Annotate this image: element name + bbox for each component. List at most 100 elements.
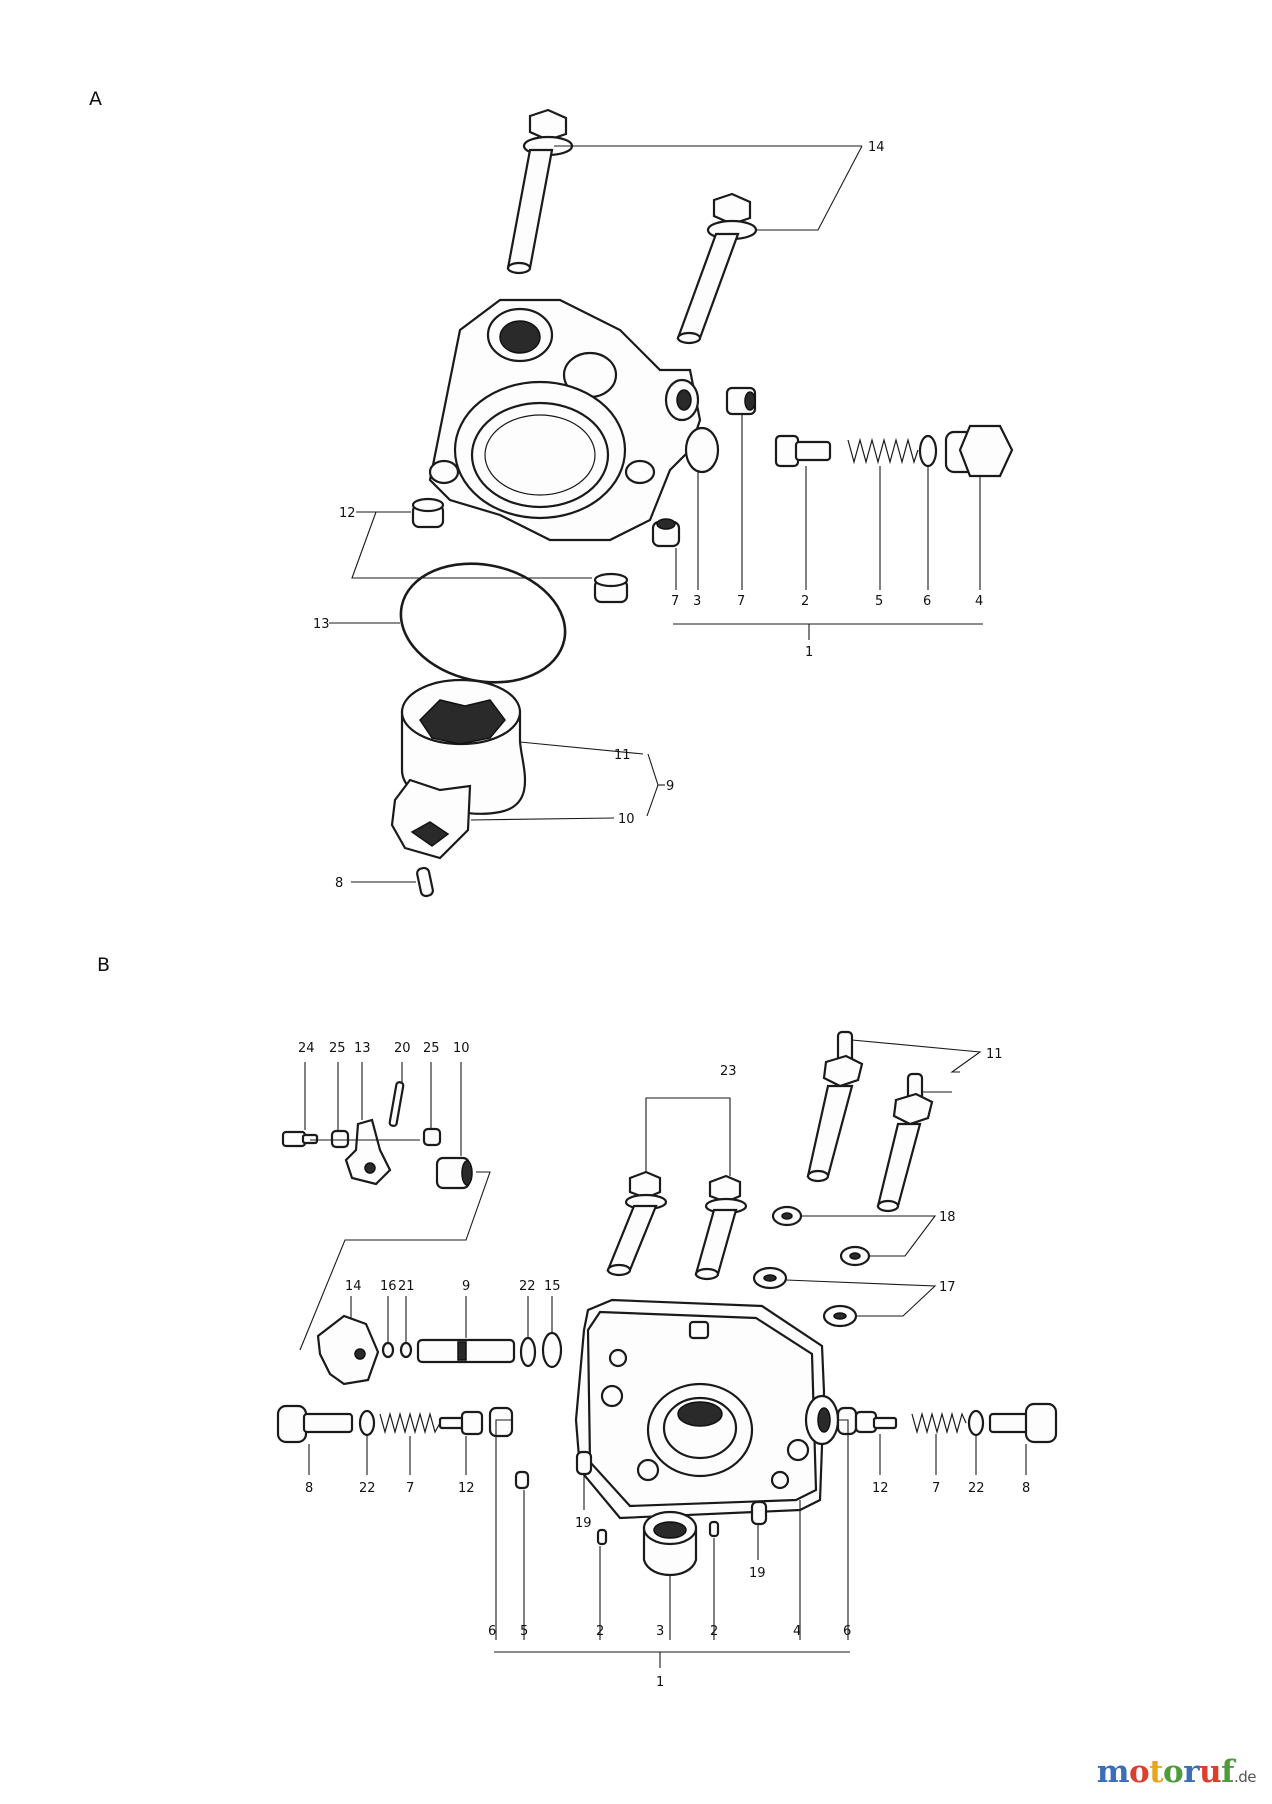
stud-b-11-left xyxy=(806,1030,864,1183)
callout-b-3: 3 xyxy=(656,1624,664,1639)
dowel-b-19-right xyxy=(750,1500,768,1526)
pin-b-5 xyxy=(514,1470,530,1490)
callout-b-17: 17 xyxy=(939,1280,956,1295)
plug-a-4 xyxy=(944,424,1014,478)
callout-b-25-right: 25 xyxy=(423,1041,440,1056)
ring-b-22-top xyxy=(519,1336,537,1368)
callout-b-8-left: 8 xyxy=(305,1481,313,1496)
motoruf-logo: motoruf.de xyxy=(1096,1754,1257,1790)
plug-b-8-left xyxy=(276,1404,354,1444)
spring-b-7-right xyxy=(911,1411,967,1435)
bolt-a-14-left xyxy=(506,108,574,275)
bearing-b-3 xyxy=(642,1510,698,1577)
callout-a-1: 1 xyxy=(805,645,813,660)
nut-b-25-right xyxy=(422,1127,442,1147)
callout-b-2-right: 2 xyxy=(710,1624,718,1639)
inner-rotor-a-10 xyxy=(390,778,472,860)
callout-b-1: 1 xyxy=(656,1675,664,1690)
callout-b-6-right: 6 xyxy=(843,1624,851,1639)
washer-b-18-right xyxy=(839,1245,871,1267)
callout-b-12-right: 12 xyxy=(872,1481,889,1496)
pump-plate-b xyxy=(574,1298,840,1520)
callout-b-18: 18 xyxy=(939,1210,956,1225)
callout-a-8: 8 xyxy=(335,876,343,891)
coupling-b-14 xyxy=(316,1314,380,1386)
logo-tld: .de xyxy=(1233,1768,1257,1786)
spring-b-7-left xyxy=(379,1411,441,1435)
dowel-b-19-left xyxy=(575,1450,593,1476)
callout-a-7-left: 7 xyxy=(671,594,679,609)
callout-b-22-top: 22 xyxy=(519,1279,536,1294)
callout-a-9: 9 xyxy=(666,779,674,794)
bolt-a-14-right xyxy=(676,192,758,345)
callout-b-10: 10 xyxy=(453,1041,470,1056)
callout-b-20: 20 xyxy=(394,1041,411,1056)
washer-b-17-right xyxy=(822,1304,858,1328)
callout-b-4: 4 xyxy=(793,1624,801,1639)
outer-rotor-a-11 xyxy=(400,678,526,815)
callout-b-2-left: 2 xyxy=(596,1624,604,1639)
section-a-label: A xyxy=(89,88,102,110)
section-b-assembly xyxy=(276,1030,1058,1577)
plug-a-7-bottom xyxy=(651,518,681,548)
callout-b-8-right: 8 xyxy=(1022,1481,1030,1496)
bushing-b-10 xyxy=(435,1156,473,1190)
callout-b-5: 5 xyxy=(520,1624,528,1639)
callout-b-13: 13 xyxy=(354,1041,371,1056)
dowel-a-12-right xyxy=(593,572,629,604)
callout-a-13: 13 xyxy=(313,617,330,632)
nut-b-25-left xyxy=(330,1129,350,1149)
ring-b-22-left xyxy=(358,1409,376,1437)
section-a-assembly xyxy=(390,108,1014,898)
ring-b-21 xyxy=(399,1341,413,1359)
callout-a-7-right: 7 xyxy=(737,594,745,609)
callout-b-11: 11 xyxy=(986,1047,1003,1062)
callouts-b: 24 25 13 20 25 10 23 11 18 17 14 16 21 9… xyxy=(298,1041,1030,1690)
callout-b-25-left: 25 xyxy=(329,1041,346,1056)
washer-b-16 xyxy=(381,1341,395,1359)
pin-b-2-right xyxy=(708,1520,720,1538)
pin-b-20 xyxy=(388,1081,405,1127)
o-ring-a-13 xyxy=(399,562,567,684)
pin-a-8 xyxy=(416,866,434,898)
ring-b-22-right xyxy=(967,1409,985,1437)
spring-a-5 xyxy=(847,437,919,465)
callout-a-12: 12 xyxy=(339,506,356,521)
dowel-a-12-left xyxy=(411,497,445,529)
logo-brand: motoruf xyxy=(1096,1754,1235,1790)
plug-a-7-top xyxy=(725,386,757,416)
plug-b-8-right xyxy=(988,1402,1058,1444)
callout-b-16: 16 xyxy=(380,1279,397,1294)
callout-b-9: 9 xyxy=(462,1279,470,1294)
stud-b-11-right xyxy=(876,1072,934,1213)
callout-a-4: 4 xyxy=(975,594,983,609)
callout-b-14: 14 xyxy=(345,1279,362,1294)
callout-a-10: 10 xyxy=(618,812,635,827)
callout-b-19-right: 19 xyxy=(749,1566,766,1581)
callout-b-19-left: 19 xyxy=(575,1516,592,1531)
callouts-a: 14 12 13 7 3 7 2 5 6 4 1 11 9 10 8 xyxy=(313,140,983,891)
lever-b-13 xyxy=(344,1118,392,1186)
callout-b-6-left: 6 xyxy=(488,1624,496,1639)
washer-b-18-left xyxy=(771,1205,803,1227)
callout-a-2: 2 xyxy=(801,594,809,609)
bolt-b-23-right xyxy=(694,1174,748,1281)
screw-b-24 xyxy=(281,1130,319,1148)
ring-a-6 xyxy=(918,434,938,468)
pin-b-2-left xyxy=(596,1528,608,1546)
callout-b-12-left: 12 xyxy=(458,1481,475,1496)
sleeve-b-6-left xyxy=(488,1406,514,1438)
washer-b-17-left xyxy=(752,1266,788,1290)
leader-lines-b xyxy=(299,1039,1027,1668)
callout-a-3: 3 xyxy=(693,594,701,609)
leader-lines-a xyxy=(329,145,983,883)
callout-a-11: 11 xyxy=(614,748,631,763)
callout-b-23: 23 xyxy=(720,1064,737,1079)
callout-b-24: 24 xyxy=(298,1041,315,1056)
callout-b-21: 21 xyxy=(398,1279,415,1294)
section-b-label: B xyxy=(97,954,110,976)
callout-b-7-left: 7 xyxy=(406,1481,414,1496)
valve-piston-b-12-left xyxy=(438,1410,484,1436)
callout-a-5: 5 xyxy=(875,594,883,609)
